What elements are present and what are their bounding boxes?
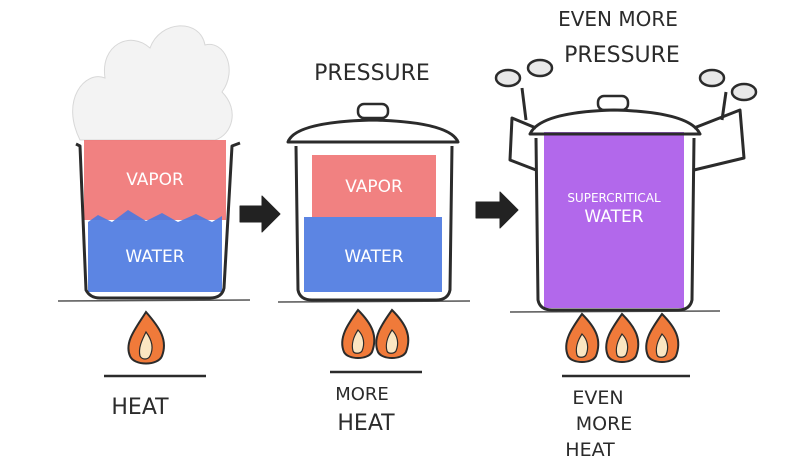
stage-3-pressure-cooker: SUPERCRITICAL WATER [494,58,758,312]
stage-3-heat-label-line-1: EVEN [572,387,623,409]
supercritical-fluid [544,132,684,308]
vapor-layer [84,140,226,220]
left-wing-nut [494,58,554,121]
lidded-pot-outline [294,145,454,302]
cooker-lid-knob [596,94,630,112]
stage-2-pressure-label: PRESSURE [314,61,430,86]
stage-3-fluid-label-line-2: WATER [584,207,643,227]
lid-knob [356,102,390,120]
arrow-right-icon [239,195,281,233]
flame-icon [645,312,680,363]
stage-2-heat-label-line-1: MORE [335,384,389,405]
flame-icon [605,312,640,363]
stage-3-heat-label-line-2: MORE [576,413,633,435]
water-layer [88,210,222,292]
arrow-right-icon [475,191,519,229]
stage-1-vapor-label: VAPOR [126,170,184,190]
stage-1-open-pot: VAPOR WATER [72,25,241,300]
flame-icon [565,312,600,363]
steam-cloud [72,25,233,141]
stage-1-water-label: WATER [125,247,184,267]
right-wing-nut [698,68,758,121]
right-clamp [693,108,746,172]
left-clamp [508,116,537,172]
flame-icon [341,308,376,359]
cooker-lid-outline [528,108,702,136]
stage-3-fluid-label-line-1: SUPERCRITICAL [567,191,661,205]
stage-2-vapor-label: VAPOR [345,177,403,197]
stage-3-pressure-label-line-2: PRESSURE [564,43,680,68]
stage-2-lidded-pot: VAPOR WATER [286,102,460,302]
water-layer [304,217,442,292]
stage-1-heat-label: HEAT [111,395,169,420]
stage-2-water-label: WATER [344,247,403,267]
stage-3-pressure-label-line-1: EVEN MORE [558,7,678,31]
lid-outline [286,118,460,144]
stove-surface-line [57,299,721,313]
vapor-layer [312,155,436,217]
flame-icon [127,310,165,365]
stage-2-heat-label-line-2: HEAT [337,411,395,436]
cooker-body-outline [534,137,696,312]
stage-3-heat-label-line-3: HEAT [565,439,615,461]
flame-icon [375,308,410,359]
open-pot-outline [75,141,241,300]
